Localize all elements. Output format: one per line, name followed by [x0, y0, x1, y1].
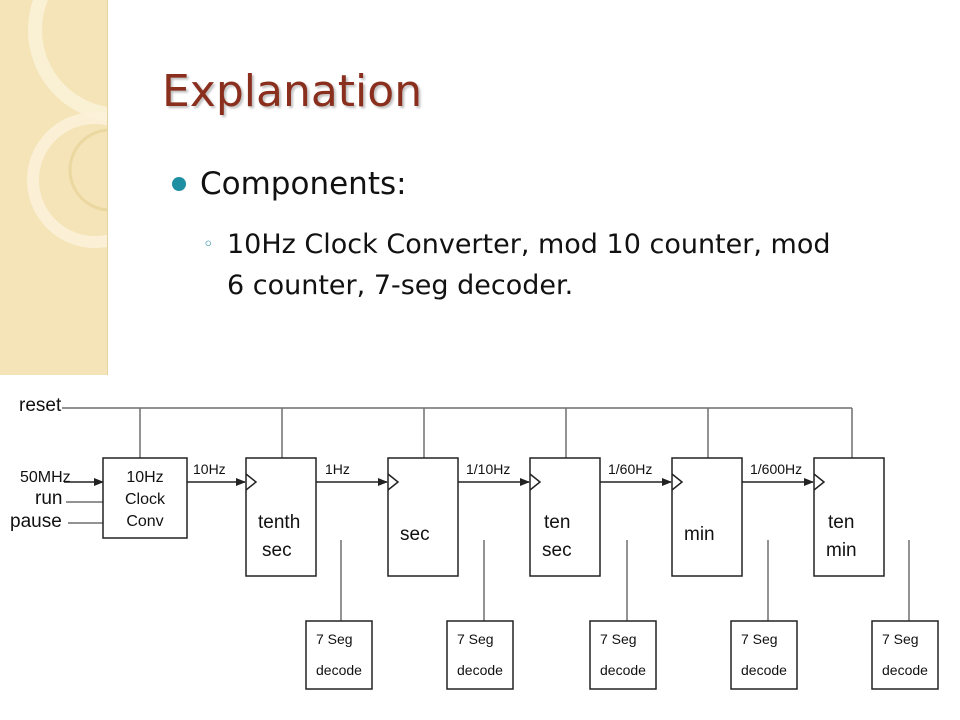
- counter-label-line-2: min: [826, 540, 857, 561]
- decoder-label-line-2: decode: [316, 662, 362, 678]
- counter-ten-sec: ten sec: [529, 457, 601, 577]
- counter-box: [245, 457, 317, 577]
- counter-label-line-1: tenth: [258, 512, 300, 533]
- clock-input-triangle: [671, 473, 684, 491]
- signal-label-1hz: 1Hz: [325, 461, 350, 477]
- slide-title: Explanation: [162, 66, 423, 117]
- decoder-2: 7 Seg decode: [446, 620, 514, 690]
- decoder-5: 7 Seg decode: [871, 620, 939, 690]
- decorative-side-strip: [0, 0, 108, 375]
- counter-label-line-1: sec: [400, 524, 430, 545]
- clock-input-triangle: [813, 473, 826, 491]
- clock-converter-block: 10Hz Clock Conv: [102, 457, 188, 539]
- bullet-dot-icon: [172, 177, 186, 191]
- counter-min: min: [671, 457, 743, 577]
- sub-bullet-line-2: 6 counter, 7-seg decoder.: [227, 270, 574, 301]
- converter-box: [102, 457, 188, 539]
- converter-label-2: Clock: [125, 491, 166, 508]
- counter-box: [529, 457, 601, 577]
- decoder-label-line-2: decode: [600, 662, 646, 678]
- counter-box: [671, 457, 743, 577]
- decoder-label-line-2: decode: [741, 662, 787, 678]
- counter-sec: sec: [387, 457, 459, 577]
- counter-box: [387, 457, 459, 577]
- decoder-4: 7 Seg decode: [730, 620, 798, 690]
- decoder-label-line-2: decode: [457, 662, 503, 678]
- decoder-box: [446, 620, 514, 690]
- decoder-label-line-1: 7 Seg: [316, 631, 353, 647]
- counter-label-line-1: min: [684, 524, 715, 545]
- clock-input-triangle: [529, 473, 542, 491]
- decoder-box: [305, 620, 373, 690]
- counter-tenth-sec: tenth sec: [245, 457, 317, 577]
- clock-input-triangle: [245, 473, 258, 491]
- counter-label-line-2: sec: [262, 540, 292, 561]
- counter-ten-min: ten min: [813, 457, 885, 577]
- decoder-label-line-1: 7 Seg: [600, 631, 637, 647]
- decoder-label-line-1: 7 Seg: [741, 631, 778, 647]
- clock-input-triangle: [387, 473, 400, 491]
- input-label-clock: 50MHz: [20, 469, 71, 486]
- input-label-reset: reset: [19, 395, 62, 416]
- decoder-label-line-1: 7 Seg: [882, 631, 919, 647]
- decoder-box: [589, 620, 657, 690]
- converter-label-3: Conv: [126, 513, 163, 530]
- bullet-item: Components:: [172, 166, 407, 202]
- counter-label-line-1: ten: [828, 512, 854, 533]
- input-label-run: run: [35, 488, 62, 509]
- sub-bullet-line-1: 10Hz Clock Converter, mod 10 counter, mo…: [227, 229, 831, 260]
- decoder-1: 7 Seg decode: [305, 620, 373, 690]
- decoder-box: [730, 620, 798, 690]
- circle-bullet-icon: ◦: [203, 234, 214, 255]
- signal-label-1-10hz: 1/10Hz: [466, 461, 510, 477]
- counter-label-line-1: ten: [544, 512, 570, 533]
- signal-label-10hz: 10Hz: [193, 461, 226, 477]
- decoder-3: 7 Seg decode: [589, 620, 657, 690]
- wires: [62, 407, 910, 621]
- signal-label-1-600hz: 1/600Hz: [750, 461, 802, 477]
- converter-label-1: 10Hz: [126, 469, 163, 486]
- circuit-block-diagram: reset 50MHz run pause 10Hz Clock Conv 10…: [10, 395, 939, 690]
- sub-bullet-item: ◦ 10Hz Clock Converter, mod 10 counter, …: [200, 224, 920, 306]
- counter-label-line-2: sec: [542, 540, 572, 561]
- decoder-label-line-2: decode: [882, 662, 928, 678]
- input-label-pause: pause: [10, 511, 62, 532]
- counter-box: [813, 457, 885, 577]
- signal-label-1-60hz: 1/60Hz: [608, 461, 652, 477]
- decorative-pattern: [27, 0, 107, 248]
- decoder-box: [871, 620, 939, 690]
- decoder-label-line-1: 7 Seg: [457, 631, 494, 647]
- bullet-text: Components:: [200, 166, 407, 202]
